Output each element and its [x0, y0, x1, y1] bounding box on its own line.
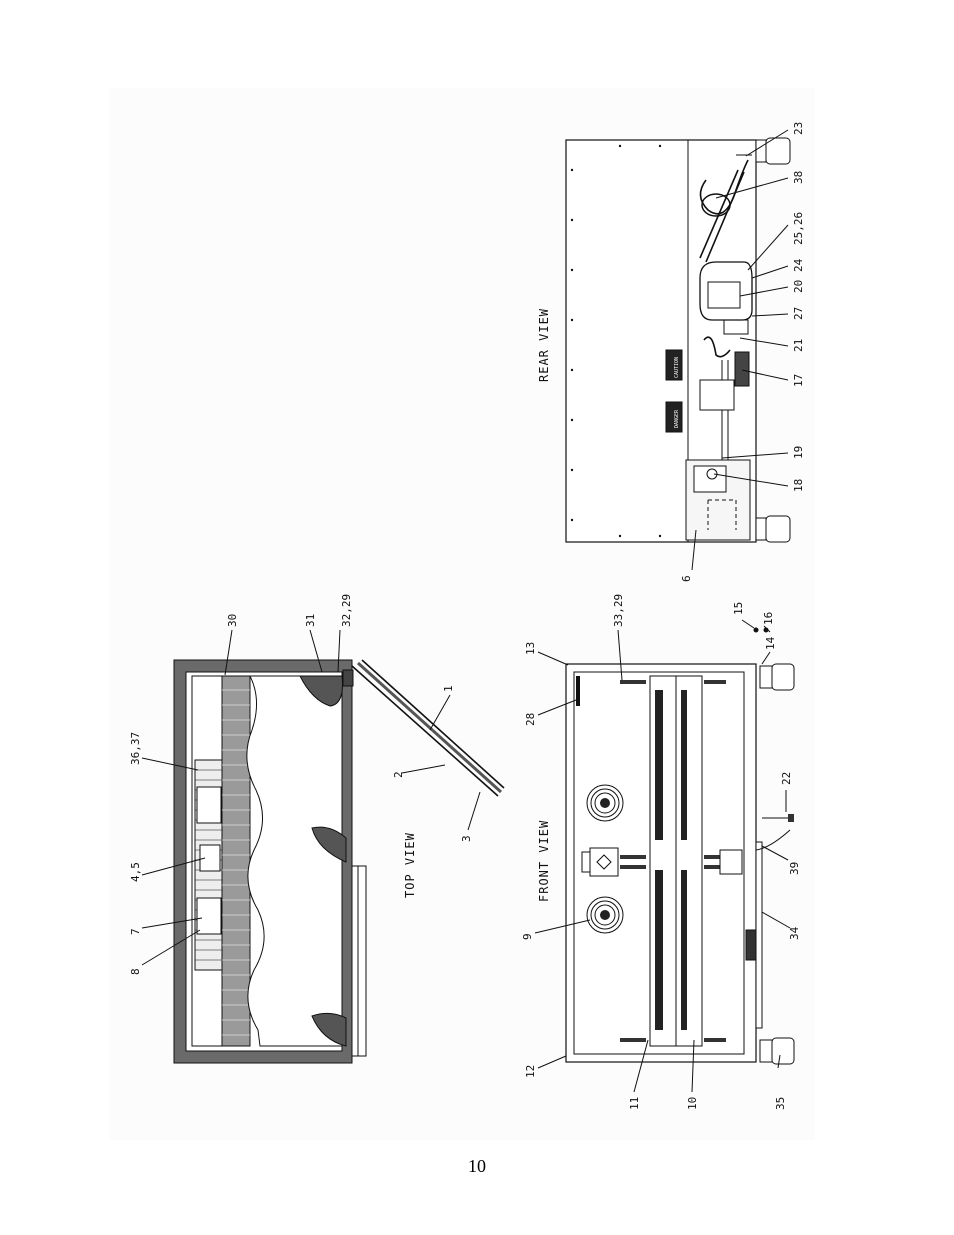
fan-icon [586, 896, 624, 934]
callout-label: 16 [762, 612, 775, 625]
condenser-fan [699, 379, 735, 411]
callout-label: 20 [792, 280, 805, 293]
callout-label: 4,5 [129, 862, 142, 882]
leader-lines [141, 129, 791, 1093]
callout-label: 19 [792, 446, 805, 459]
callout-label: 23 [792, 122, 805, 135]
fan-bracket [199, 844, 221, 872]
callout-label: 38 [792, 171, 805, 184]
base-rail [755, 841, 763, 1029]
callout-label: 32,29 [340, 594, 353, 627]
evaporator-fins [221, 675, 251, 1047]
callout-label: 36,37 [129, 732, 142, 765]
callout-label: 31 [304, 614, 317, 627]
callout-label: 17 [792, 374, 805, 387]
callout-label: 2 [392, 771, 405, 778]
callout-label: 39 [788, 862, 801, 875]
rear-view: CAUTION DANGER [537, 137, 791, 543]
front-rail [351, 865, 367, 1057]
callout-label: 27 [792, 307, 805, 320]
top-view: TOP VIEW [173, 659, 505, 1064]
callout-label: 6 [680, 575, 693, 582]
svg-text:DANGER: DANGER [674, 409, 680, 428]
callout-label: 25,26 [792, 212, 805, 245]
rear-view-title: REAR VIEW [537, 308, 551, 382]
callout-label: 7 [129, 928, 142, 935]
condenser-coil-rear [734, 351, 750, 387]
caster-icon [759, 1037, 795, 1065]
shelf-cutout-1 [299, 675, 343, 707]
callout-label: 33,29 [612, 594, 625, 627]
caster-icon [755, 137, 791, 165]
callout-label: 35 [774, 1097, 787, 1110]
callout-label: 30 [226, 614, 239, 627]
callout-label: 1 [442, 685, 455, 692]
front-view-title: FRONT VIEW [537, 820, 551, 902]
callout-label: 9 [521, 933, 534, 940]
callout-label: 12 [524, 1065, 537, 1078]
top-view-title: TOP VIEW [403, 832, 417, 898]
callout-label: 13 [524, 642, 537, 655]
callout-label: 15 [732, 602, 745, 615]
callout-label: 11 [628, 1097, 641, 1110]
caster-icon [759, 663, 795, 691]
callout-label: 21 [792, 339, 805, 352]
louver-lower [675, 675, 703, 1047]
caster-icon [755, 515, 791, 543]
callouts: 30 31 32,29 36,37 4,5 7 8 1 2 3 13 28 33… [129, 122, 805, 1110]
front-view: FRONT VIEW [537, 627, 795, 1065]
control-panel [589, 847, 619, 877]
callout-label: 28 [524, 713, 537, 726]
callout-label: 18 [792, 479, 805, 492]
fan-icon [586, 784, 624, 822]
callout-label: 22 [780, 772, 793, 785]
callout-label: 34 [788, 926, 801, 940]
callout-label: 10 [686, 1097, 699, 1110]
callout-label: 8 [129, 968, 142, 975]
fan-motor [196, 786, 222, 824]
callout-label: 14 [764, 636, 777, 650]
danger-decal [665, 401, 683, 433]
callout-label: 24 [792, 258, 805, 272]
caution-decal [665, 349, 683, 381]
svg-text:CAUTION: CAUTION [674, 357, 680, 378]
page-number: 10 [468, 1156, 486, 1176]
callout-label: 3 [460, 835, 473, 842]
fan-motor-2 [196, 897, 222, 935]
